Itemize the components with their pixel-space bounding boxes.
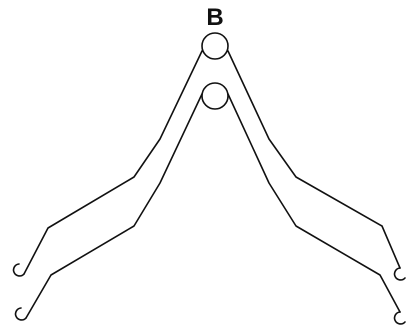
top-ring bbox=[201, 32, 229, 60]
right-upper-hook bbox=[393, 267, 406, 281]
left-upper-hook bbox=[12, 263, 25, 277]
inner-wire bbox=[25, 93, 401, 319]
right-lower-hook bbox=[393, 311, 406, 325]
diagram-label: B bbox=[206, 4, 223, 31]
left-lower-hook bbox=[14, 307, 27, 321]
outer-wire bbox=[23, 50, 401, 275]
upper-ring bbox=[201, 82, 229, 110]
